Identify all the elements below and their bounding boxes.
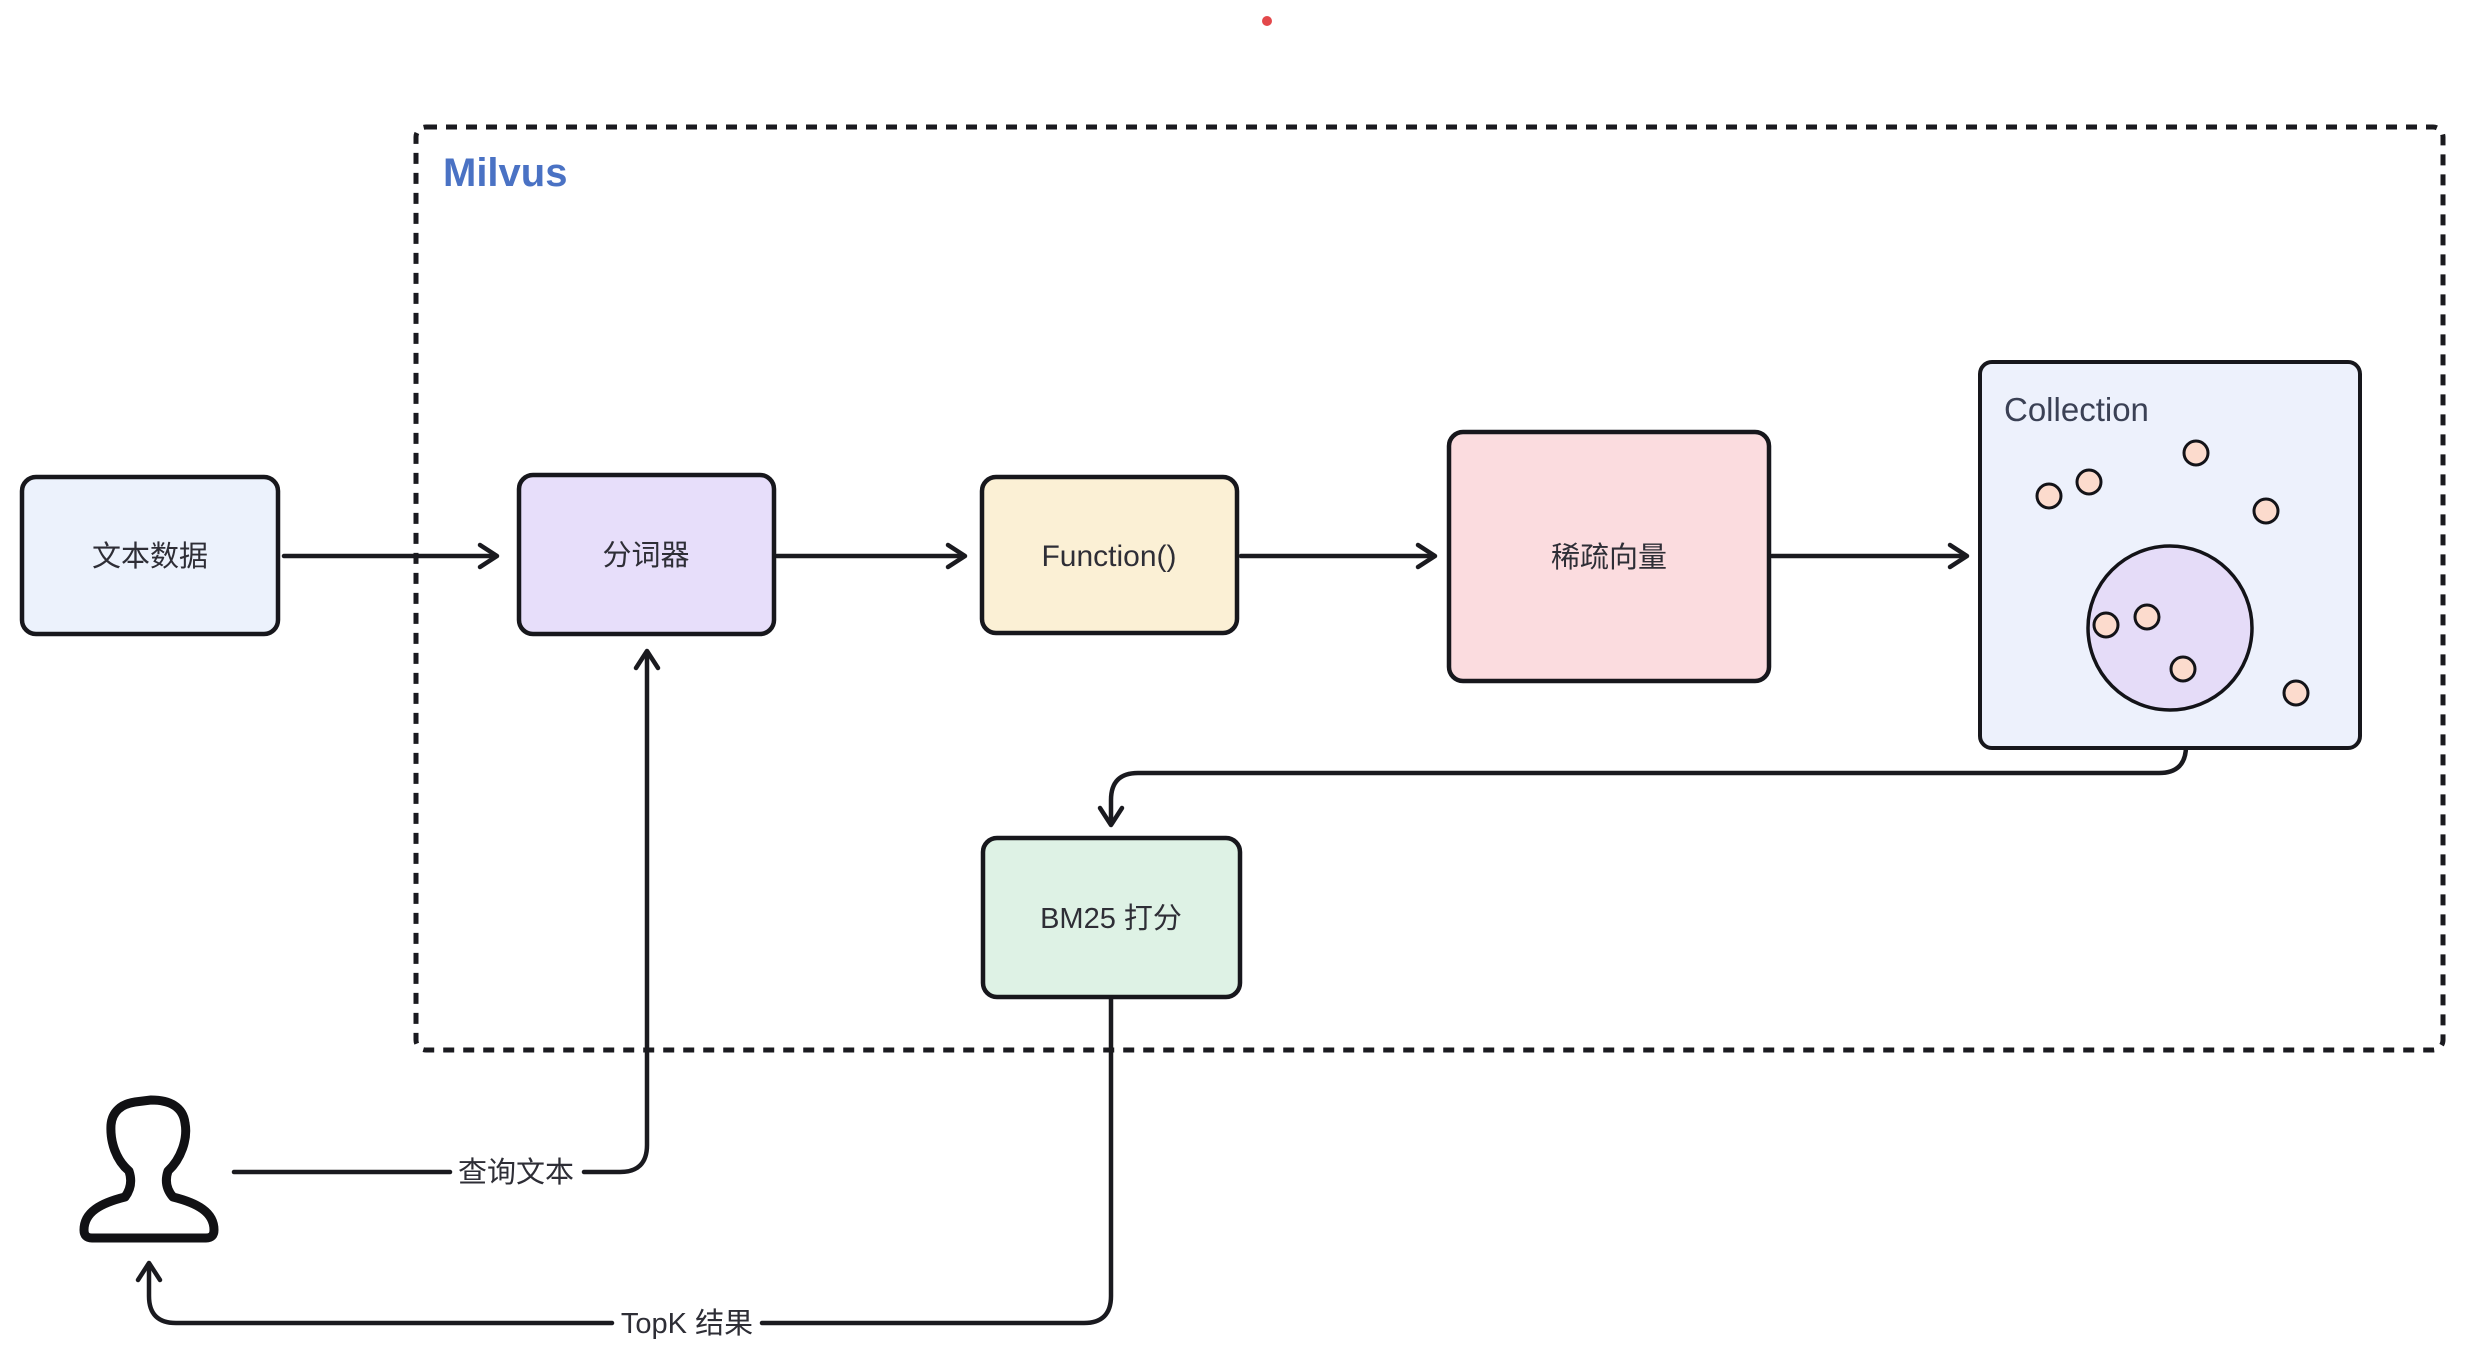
query-text-edge-label: 查询文本 — [458, 1156, 574, 1189]
vector-point — [2035, 482, 2063, 510]
user-icon — [79, 1095, 219, 1243]
function-box — [979, 474, 1240, 636]
bm25-label: BM25 打分 — [1040, 902, 1182, 935]
sparse-vector-label: 稀疏向量 — [1551, 541, 1667, 574]
node-bm25-scoring: BM25 打分 — [980, 835, 1243, 1000]
collection-points — [2035, 439, 2310, 707]
vector-point — [2252, 497, 2280, 525]
collection-label: Collection — [2004, 391, 2149, 428]
cluster-circle — [2086, 544, 2254, 712]
tokenizer-label: 分词器 — [602, 540, 689, 572]
text-data-box — [19, 474, 281, 637]
vector-point — [2133, 603, 2161, 631]
node-collection: Collection — [1978, 360, 2362, 750]
edge-query-text-to-tokenizer — [581, 648, 661, 1175]
topk-results-edge-label: TopK 结果 — [621, 1307, 753, 1340]
edge-bm25-to-topk-label — [759, 994, 1114, 1326]
tokenizer-box — [516, 472, 777, 637]
bm25-box — [980, 835, 1243, 1000]
edge-topk-to-user — [135, 1260, 615, 1326]
milvus-region-border — [413, 124, 2446, 1053]
function-label: Function() — [1041, 540, 1176, 573]
vector-point — [2169, 655, 2197, 683]
node-text-data: 文本数据 — [19, 474, 281, 637]
text-data-label: 文本数据 — [92, 540, 208, 573]
vector-point — [2075, 468, 2103, 496]
red-marker-dot — [1262, 16, 1272, 26]
vector-point — [2092, 611, 2120, 639]
vector-point — [2182, 439, 2210, 467]
node-function: Function() — [979, 474, 1240, 636]
sparse-vector-box — [1446, 429, 1772, 684]
milvus-region-label: Milvus — [443, 151, 567, 195]
node-sparse-vector: 稀疏向量 — [1446, 429, 1772, 684]
vector-point — [2282, 679, 2310, 707]
node-tokenizer: 分词器 — [516, 472, 777, 637]
